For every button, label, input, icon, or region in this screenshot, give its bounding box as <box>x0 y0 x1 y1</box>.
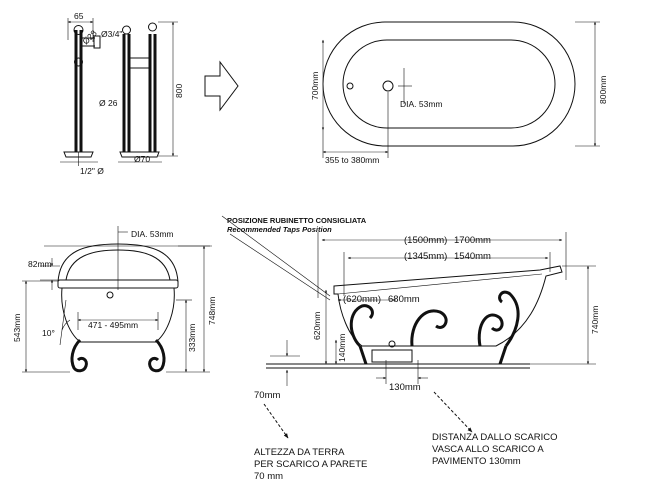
top-width-label: 700mm <box>310 72 320 100</box>
pipe-26-label: Ø 26 <box>99 98 118 108</box>
side-wall-drain-value: 70mm <box>254 390 280 401</box>
side-drain-dist: 130mm <box>389 382 421 393</box>
end-angle-label: 10° <box>42 328 55 338</box>
end-height-total-label: 748mm <box>207 297 217 325</box>
tap-note-it: POSIZIONE RUBINETTO CONSIGLIATA <box>227 216 367 225</box>
standpipe-front-view: 65 1/2" Ø Ø28 Ø3/4" Ø 26 <box>60 11 122 176</box>
wall-drain-line2: PER SCARICO A PARETE <box>254 459 367 470</box>
end-rim-label: 82mm <box>28 259 52 269</box>
floor-drain-note: DISTANZA DALLO SCARICO VASCA ALLO SCARIC… <box>432 432 557 467</box>
wall-drain-line3: 70 mm <box>254 471 283 482</box>
tap-note-en: Recommended Taps Position <box>227 225 332 234</box>
pipe-height-800-label: 800 <box>174 84 184 98</box>
side-len-inner-bracket: (1345mm) <box>404 251 447 262</box>
end-view: DIA. 53mm 82mm 543mm 748mm 471 - 495mm <box>12 226 217 373</box>
side-depth-bracket: (620mm) <box>343 294 381 305</box>
top-view: DIA. 53mm 700mm 800mm 355 to 380mm <box>310 21 608 165</box>
side-depth: 680mm <box>388 294 420 305</box>
side-height-total: 740mm <box>590 306 600 334</box>
top-length-label: 800mm <box>598 76 608 104</box>
floor-drain-line1: DISTANZA DALLO SCARICO <box>432 432 557 443</box>
side-len-outer: 1700mm <box>454 235 491 246</box>
end-feet-span-label: 471 - 495mm <box>88 320 138 330</box>
pipe-1-2-label: 1/2" Ø <box>80 166 104 176</box>
end-height-inner-label: 543mm <box>12 314 22 342</box>
floor-drain-line2: VASCA ALLO SCARICO A <box>432 444 544 455</box>
side-view: POSIZIONE RUBINETTO CONSIGLIATA Recommen… <box>221 215 600 439</box>
side-len-outer-bracket: (1500mm) <box>404 235 447 246</box>
top-drain-dia-label: DIA. 53mm <box>400 99 443 109</box>
top-drain-offset-label: 355 to 380mm <box>325 155 379 165</box>
side-h140: 140mm <box>337 334 347 362</box>
pipe-65-label: 65 <box>74 11 84 21</box>
end-foot-height-label: 333mm <box>187 324 197 352</box>
standpipe-side-view: Ø70 800 <box>118 21 184 164</box>
wall-drain-note: ALTEZZA DA TERRA PER SCARICO A PARETE 70… <box>254 447 367 482</box>
side-len-inner: 1540mm <box>454 251 491 262</box>
floor-drain-line3: PAVIMENTO 130mm <box>432 456 521 467</box>
end-drain-dia-label: DIA. 53mm <box>131 229 174 239</box>
wall-drain-line1: ALTEZZA DA TERRA <box>254 447 345 458</box>
arrow-right-icon <box>204 60 239 112</box>
side-h620: 620mm <box>312 312 322 340</box>
pipe-3-4-label: Ø3/4" <box>101 29 122 39</box>
pipe-70-label: Ø70 <box>134 154 150 164</box>
